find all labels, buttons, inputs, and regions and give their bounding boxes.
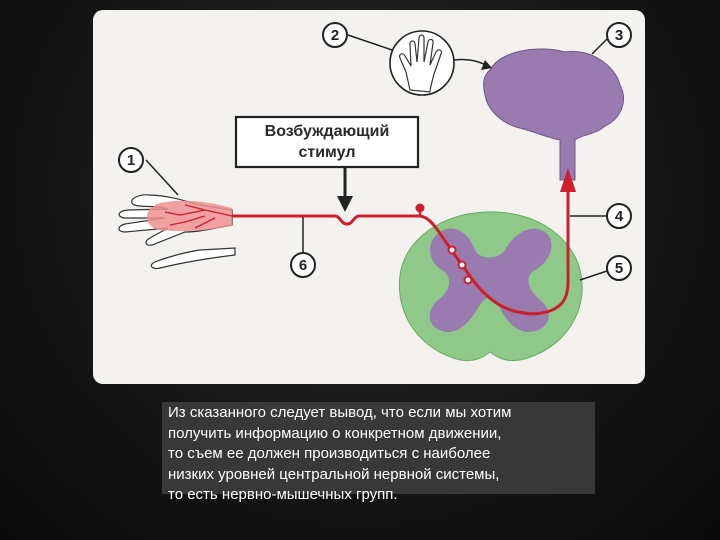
callout-3: 3 — [606, 22, 632, 48]
skin-receptor-area — [146, 200, 232, 232]
raised-hand-icon — [398, 34, 443, 93]
callout-2-arrowhead — [481, 60, 492, 70]
receptor-branches — [164, 204, 233, 229]
stimulus-label-line1: Возбуждающий — [264, 123, 390, 140]
callout-2: 2 — [322, 22, 348, 48]
brain-shape — [483, 48, 624, 181]
stimulus-label: Возбуждающий стимул — [236, 117, 418, 167]
spinal-cord-gray-matter — [429, 228, 552, 333]
stimulus-box — [234, 115, 420, 169]
callout-5: 5 — [606, 255, 632, 281]
callout-6: 6 — [290, 252, 316, 278]
caption-text: Из сказанного следует вывод, что если мы… — [168, 404, 512, 503]
stimulus-arrow-head — [337, 196, 353, 212]
callout-2-arrow — [453, 58, 489, 67]
caption-background — [162, 402, 595, 494]
ascending-tract-arrow — [560, 168, 576, 192]
callout-4: 4 — [606, 203, 632, 229]
afferent-nerve — [232, 190, 570, 316]
synapse-nodes — [415, 203, 473, 285]
conscious-sensation-bubble — [389, 30, 455, 96]
stimulus-label-line2: стимул — [298, 144, 356, 161]
callout-1: 1 — [118, 147, 144, 173]
